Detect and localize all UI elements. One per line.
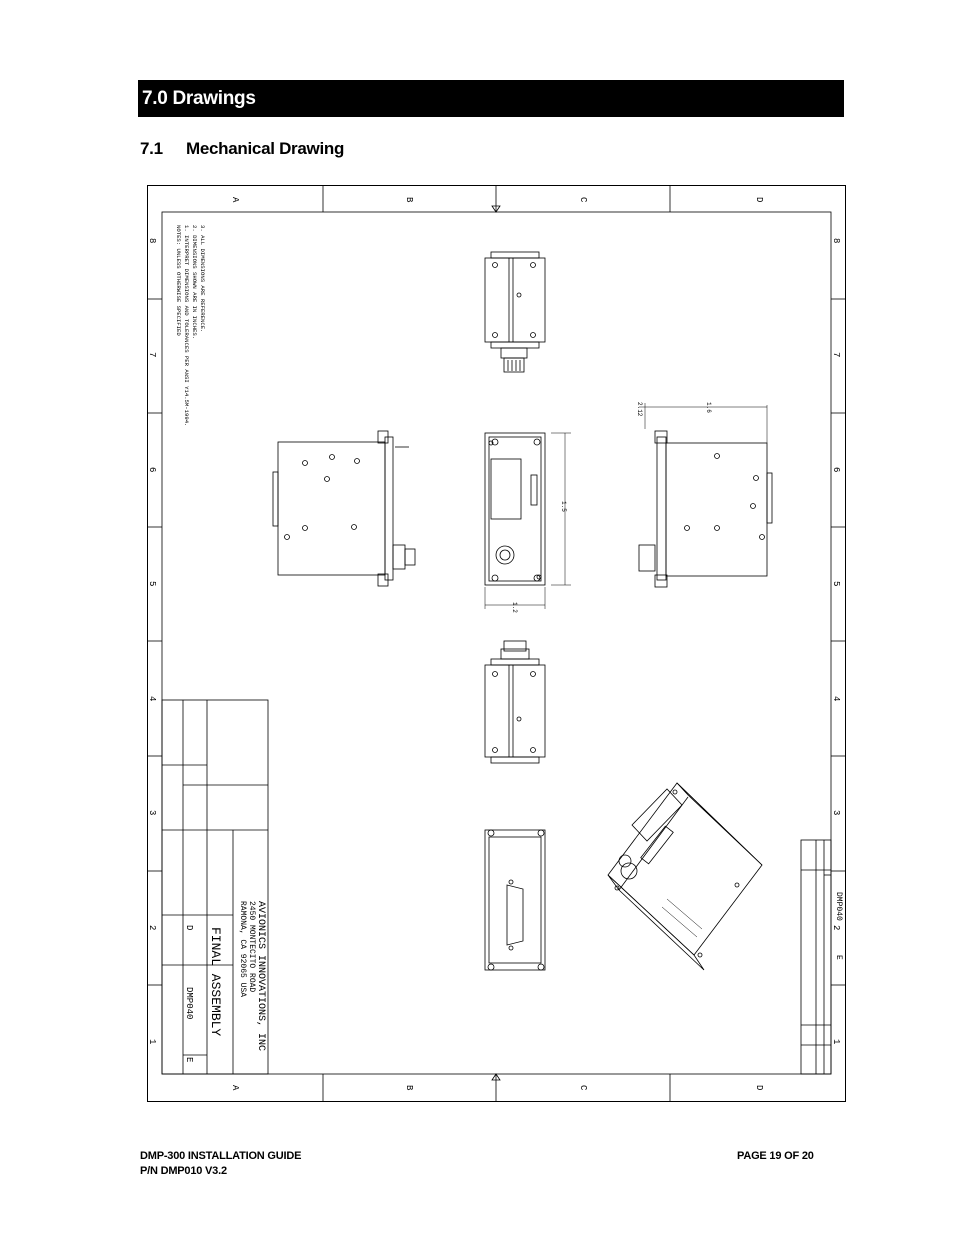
title-block-address-1: 2450 MONTECITO ROAD [247,901,256,992]
subsection-number: 7.1 [140,139,163,158]
subsection-heading: 7.1 Mechanical Drawing [140,139,344,159]
dimension-label-depth: 1.6 [705,402,712,413]
bottom-view [484,640,546,764]
zone-letter-a-bottom: A [230,1085,240,1091]
zone-letter-a-top: A [230,197,240,203]
footer-guide-title: DMP-300 INSTALLATION GUIDE [140,1150,302,1162]
title-block-drawing-title: FINAL ASSEMBLY [208,927,223,1036]
dimension-label-height: 1.5 [560,501,567,512]
top-view [484,251,546,373]
right-side-view [638,403,773,588]
title-block-drawing-number: DMP040 [184,987,194,1019]
title-block-size: D [184,925,194,930]
zone-letter-c-top: C [578,197,588,203]
zone-letter-d-top: D [754,197,764,202]
note-2: 2. DIMENSIONS SHOWN ARE IN INCHES. [191,225,198,339]
zone-letter-d-bottom: D [754,1085,764,1090]
drawing-outer-border [147,185,846,1102]
zone-number-2-left: 2 [147,925,157,930]
revision-header-rev: E [834,955,843,960]
drawing-notes: NOTES: UNLESS OTHERWISE SPECIFIED 1. INT… [175,225,206,426]
zone-letter-b-top: B [404,197,414,203]
footer-part-number: P/N DMP010 V3.2 [140,1165,227,1177]
revision-block [800,839,832,1075]
subsection-title: Mechanical Drawing [186,139,345,158]
mechanical-drawing: A B C D A B C D 8 7 6 5 4 3 2 1 8 7 6 5 … [147,185,846,1102]
zone-ticks [147,185,846,1102]
footer-page-number: PAGE 19 OF 20 [737,1150,814,1162]
revision-header-drawing-number: DMP040 [834,892,843,921]
note-1: 1. INTERPRET DIMENSIONS AND TOLERANCES P… [183,225,190,426]
zone-number-7-left: 7 [147,352,157,357]
zone-letter-b-bottom: B [404,1085,414,1091]
title-block-address-2: RAMONA, CA 92065 USA [238,901,247,997]
title-block-rev: E [184,1057,194,1062]
zone-number-3-right: 3 [831,810,841,815]
zone-number-5-left: 5 [147,581,157,586]
zone-number-5-right: 5 [831,581,841,586]
zone-number-6-right: 6 [831,467,841,472]
zone-number-1-right: 1 [831,1039,841,1044]
front-view [484,432,571,609]
title-block-company: AVIONICS INNOVATIONS, INC [255,901,266,1051]
dimension-label-offset: 2.12 [636,402,643,417]
drawing-inner-border [161,211,832,1075]
zone-number-2-right: 2 [831,925,841,930]
footer-left: DMP-300 INSTALLATION GUIDE P/N DMP010 V3… [140,1149,301,1179]
left-side-view [272,430,416,587]
section-title: 7.0 Drawings [138,80,844,117]
zone-number-3-left: 3 [147,810,157,815]
rear-view [484,829,546,971]
title-block [161,699,269,1075]
note-3: 3. ALL DIMENSIONS ARE REFERENCE. [199,225,206,332]
zone-number-8-left: 8 [147,238,157,243]
zone-number-6-left: 6 [147,467,157,472]
zone-number-4-left: 4 [147,696,157,701]
zone-number-4-right: 4 [831,696,841,701]
zone-number-1-left: 1 [147,1039,157,1044]
zone-number-8-right: 8 [831,238,841,243]
isometric-view [607,782,763,971]
zone-number-7-right: 7 [831,352,841,357]
dimension-label-width: 1.2 [511,602,518,613]
zone-letter-c-bottom: C [578,1085,588,1091]
notes-title: NOTES: UNLESS OTHERWISE SPECIFIED [175,225,182,336]
